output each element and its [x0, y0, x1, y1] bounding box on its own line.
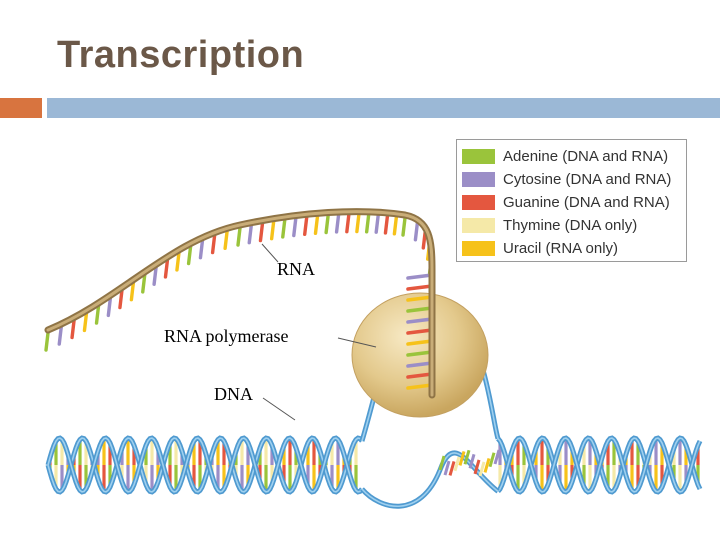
rna-base [223, 229, 229, 251]
legend-item: Cytosine (DNA and RNA) [462, 168, 686, 191]
legend-item: Thymine (DNA only) [462, 214, 686, 237]
dna-backbone-highlight [497, 437, 701, 493]
rna-base [374, 213, 380, 234]
rna-base [258, 221, 265, 243]
legend-item: Guanine (DNA and RNA) [462, 191, 686, 214]
rna-backbone-highlight [46, 210, 434, 397]
rna-base [406, 317, 434, 324]
dna-base [478, 461, 486, 477]
dna-base [488, 452, 496, 468]
rna-base [364, 213, 371, 234]
legend-label: Adenine (DNA and RNA) [503, 148, 669, 165]
rna-base [210, 233, 217, 255]
rna-base [247, 223, 253, 245]
legend-swatch [462, 149, 495, 164]
rna-base [401, 216, 407, 237]
dna-backbone-highlight [47, 437, 363, 493]
legend-swatch [462, 172, 495, 187]
rna-base [175, 251, 181, 272]
rna-base [406, 273, 434, 280]
rna-base [406, 328, 434, 335]
rna-base [152, 265, 158, 286]
legend-swatch [462, 241, 495, 256]
dna-double-helix [45, 297, 703, 509]
rna-base [292, 216, 298, 238]
dna-base [438, 455, 446, 471]
rna-strand [44, 208, 436, 399]
rna-base [141, 273, 147, 294]
label-rna: RNA [277, 259, 316, 279]
dna-base [448, 461, 456, 476]
rna-base [406, 372, 434, 379]
rna-base [355, 212, 361, 234]
dna-base [468, 453, 476, 469]
rna-base [94, 304, 101, 325]
legend-label: Cytosine (DNA and RNA) [503, 171, 672, 188]
dna-unwound-strand-highlight [361, 452, 499, 507]
dna-base [483, 458, 491, 473]
dna-base [443, 460, 451, 476]
dna-base [453, 456, 461, 472]
legend-label: Guanine (DNA and RNA) [503, 194, 670, 211]
rna-base [82, 311, 89, 333]
rna-leader-line [261, 243, 279, 263]
rna-base [413, 221, 420, 242]
dna-base [458, 451, 466, 466]
label-dna: DNA [214, 384, 253, 404]
rna-base [281, 218, 287, 239]
rna-base [406, 350, 434, 357]
rna-base [383, 214, 390, 235]
rna-base [106, 296, 113, 318]
dna-leader-line [262, 397, 296, 421]
legend-label: Thymine (DNA only) [503, 217, 638, 234]
rna-base [324, 213, 330, 235]
legend-item: Uracil (RNA only) [462, 237, 686, 260]
rna-base [44, 331, 50, 352]
accent-bar-blue [47, 98, 720, 118]
legend-item: Adenine (DNA and RNA) [462, 145, 686, 168]
slide-title: Transcription [57, 34, 305, 76]
dna-base [493, 449, 501, 465]
rna-base [236, 226, 242, 247]
rna-base [70, 318, 76, 340]
rna-base [129, 280, 136, 302]
rna-base [406, 361, 434, 368]
rna-base [186, 244, 193, 266]
rna-base [406, 284, 434, 291]
rna-base [334, 213, 341, 234]
rna-base [269, 219, 276, 241]
rna-base [163, 258, 170, 279]
legend-swatch [462, 195, 495, 210]
rna-base [406, 339, 434, 346]
rna-base [303, 215, 309, 236]
base-color-legend: Adenine (DNA and RNA) Cytosine (DNA and R… [456, 139, 687, 262]
rna-base [313, 214, 320, 235]
rna-base [118, 288, 124, 310]
rna-base [406, 295, 434, 302]
polymerase-leader-line [337, 337, 377, 348]
label-rna-polymerase: RNA polymerase [164, 326, 289, 346]
rna-base [198, 238, 205, 260]
legend-swatch [462, 218, 495, 233]
dna-base [473, 459, 481, 475]
dna-base [463, 449, 471, 465]
rna-base [406, 383, 434, 390]
accent-bar-orange [0, 98, 42, 118]
rna-base [345, 212, 351, 234]
rna-base [406, 306, 434, 313]
rna-base [57, 325, 63, 346]
legend-label: Uracil (RNA only) [503, 240, 619, 257]
dna-backbone-highlight [47, 437, 363, 493]
rna-base [392, 215, 399, 236]
